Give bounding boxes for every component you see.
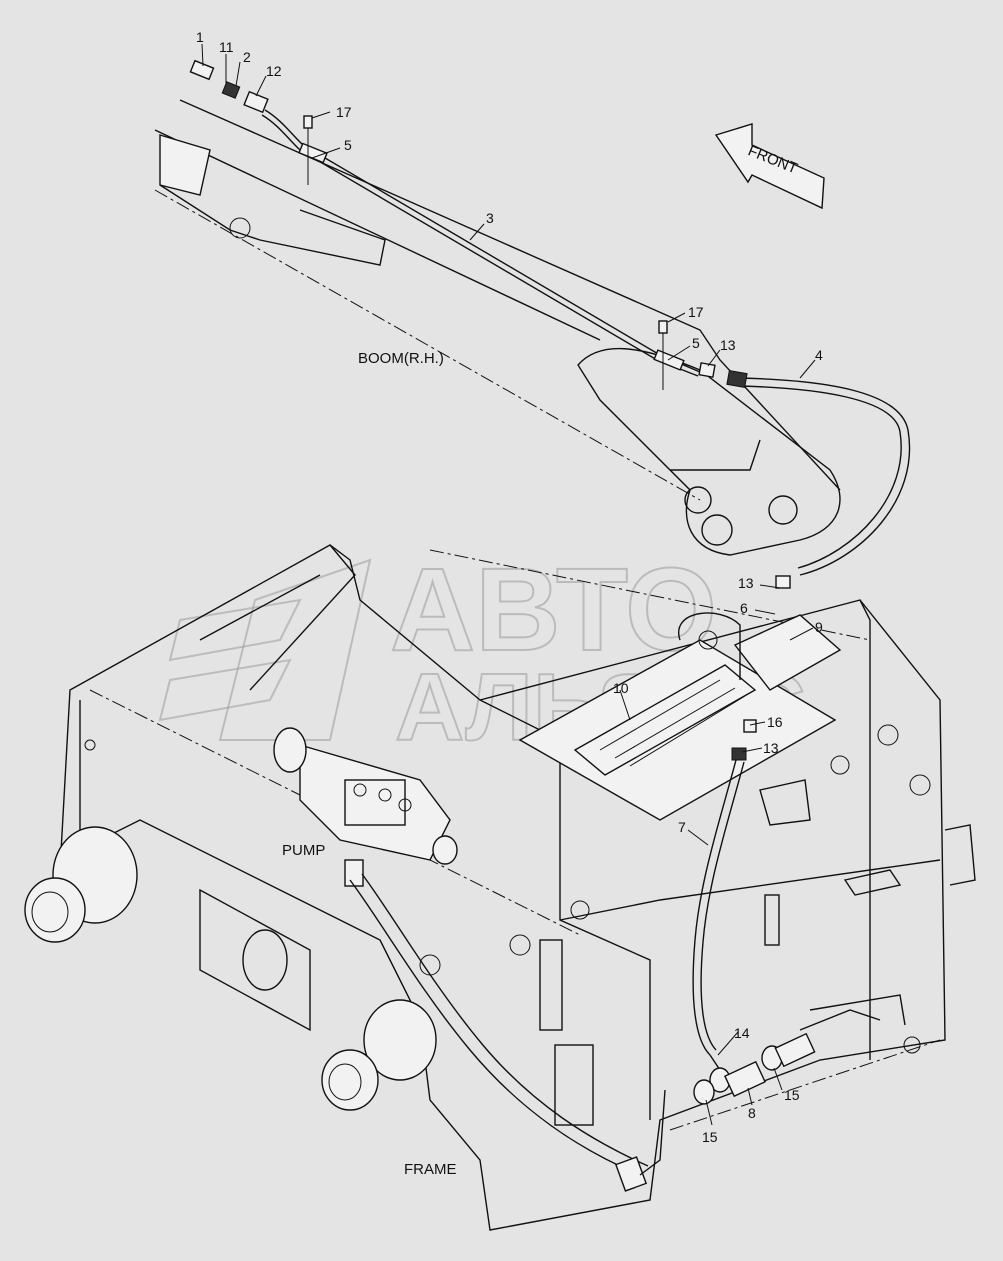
boom-label: BOOM(R.H.) <box>358 350 444 367</box>
part-number-5-top: 5 <box>344 137 352 153</box>
part-number-13-top: 13 <box>720 337 736 353</box>
part-numbers: 1 11 2 12 17 5 3 17 5 13 4 13 6 9 10 16 … <box>196 29 823 1145</box>
part-number-2: 2 <box>243 49 251 65</box>
part-number-17-mid: 17 <box>688 304 704 320</box>
part-number-13-mid: 13 <box>738 575 754 591</box>
part-number-16: 16 <box>767 714 783 730</box>
pump-hose <box>349 873 666 1192</box>
part-number-13-low: 13 <box>763 740 779 756</box>
boom <box>154 99 841 556</box>
part-number-9: 9 <box>815 619 823 635</box>
part-number-10: 10 <box>613 680 629 696</box>
part-number-5-mid: 5 <box>692 335 700 351</box>
part-number-3: 3 <box>486 210 494 226</box>
hose-7 <box>692 719 921 1105</box>
part-number-8: 8 <box>748 1105 756 1121</box>
part-number-4: 4 <box>815 347 823 363</box>
frame-label: FRAME <box>404 1161 457 1178</box>
pump-label: PUMP <box>282 842 325 859</box>
part-number-15-right: 15 <box>784 1087 800 1103</box>
watermark-line1: АВТО <box>390 544 717 676</box>
pump <box>273 727 458 887</box>
tube-assembly-3 <box>189 59 701 390</box>
part-number-12: 12 <box>266 63 282 79</box>
part-number-7: 7 <box>678 819 686 835</box>
part-number-14: 14 <box>734 1025 750 1041</box>
part-number-1: 1 <box>196 29 204 45</box>
part-number-15-left: 15 <box>702 1129 718 1145</box>
part-number-11: 11 <box>219 39 234 55</box>
leader-lines <box>201 43 816 1126</box>
hose-4 <box>698 362 911 589</box>
part-number-17-top: 17 <box>336 104 352 120</box>
part-number-6: 6 <box>740 600 748 616</box>
frame <box>24 544 976 1231</box>
front-arrow: FRONT <box>714 123 825 210</box>
